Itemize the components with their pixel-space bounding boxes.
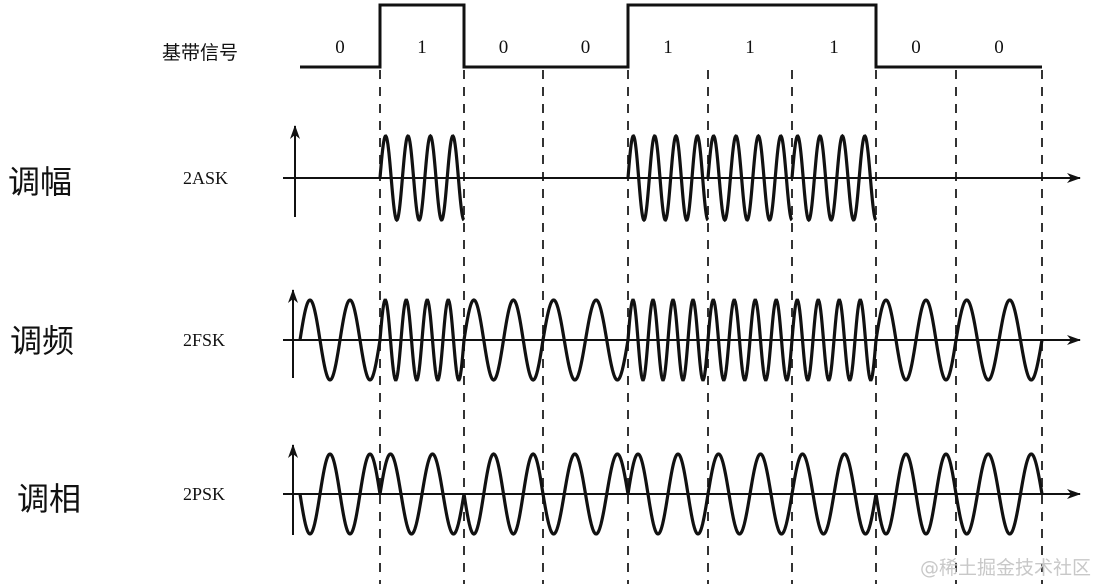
psk-chinese-label: 调相 <box>17 480 82 518</box>
ask-waveform <box>378 133 878 223</box>
bit-label: 0 <box>335 37 345 58</box>
baseband-square-wave <box>300 3 1042 69</box>
ask-chinese-label: 调幅 <box>8 163 73 201</box>
bit-label: 0 <box>994 37 1004 58</box>
bit-label: 1 <box>745 37 755 58</box>
psk-waveform <box>298 452 1044 536</box>
bit-label: 1 <box>417 37 427 58</box>
watermark: @稀土掘金技术社区 <box>919 557 1091 579</box>
baseband-label: 基带信号 <box>162 42 239 64</box>
psk-label: 2PSK <box>183 484 226 504</box>
fsk-chinese-label: 调频 <box>10 322 75 360</box>
fsk-waveform <box>298 298 1044 382</box>
bit-label: 1 <box>663 37 673 58</box>
bit-label: 0 <box>911 37 921 58</box>
bit-label: 0 <box>498 37 509 58</box>
bit-label: 0 <box>580 37 591 58</box>
ask-label: 2ASK <box>183 168 229 188</box>
bit-label: 1 <box>829 37 839 58</box>
signal-axes <box>283 125 1081 535</box>
fsk-label: 2FSK <box>183 330 226 350</box>
